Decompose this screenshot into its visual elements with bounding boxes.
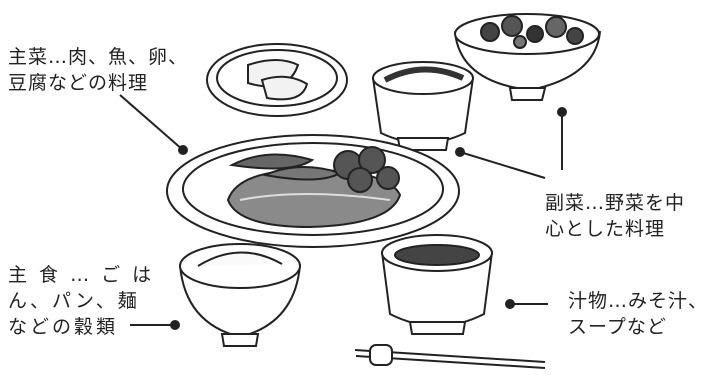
main-dish-plate — [167, 135, 459, 247]
label-staple-food: 主 食 … ご は ん、パン、麺 などの穀類 — [8, 262, 154, 340]
label-staple-food-line-2: ん、パン、麺 — [8, 288, 154, 314]
side-dish-bowl — [373, 62, 473, 150]
label-soup: 汁物…みそ汁、 スープなど — [568, 288, 705, 340]
label-soup-line-1: 汁物…みそ汁、 — [568, 288, 705, 314]
label-main-dish-line-2: 豆腐などの料理 — [8, 70, 188, 96]
label-main-dish: 主菜…肉、魚、卵、 豆腐などの料理 — [8, 44, 188, 96]
label-side-dish: 副菜…野菜を中 心とした料理 — [545, 190, 685, 242]
label-side-dish-line-1: 副菜…野菜を中 — [545, 190, 685, 216]
label-side-dish-line-2: 心とした料理 — [545, 216, 685, 242]
label-staple-food-line-3: などの穀類 — [8, 314, 154, 340]
label-main-dish-line-1: 主菜…肉、魚、卵、 — [8, 44, 188, 70]
pickles-plate — [207, 44, 347, 116]
rice-bowl — [180, 244, 300, 346]
chopsticks — [355, 345, 545, 368]
soup-bowl — [382, 235, 492, 334]
label-soup-line-2: スープなど — [568, 314, 705, 340]
label-staple-food-line-1: 主 食 … ご は — [8, 262, 154, 288]
vegetable-bowl — [455, 14, 600, 100]
